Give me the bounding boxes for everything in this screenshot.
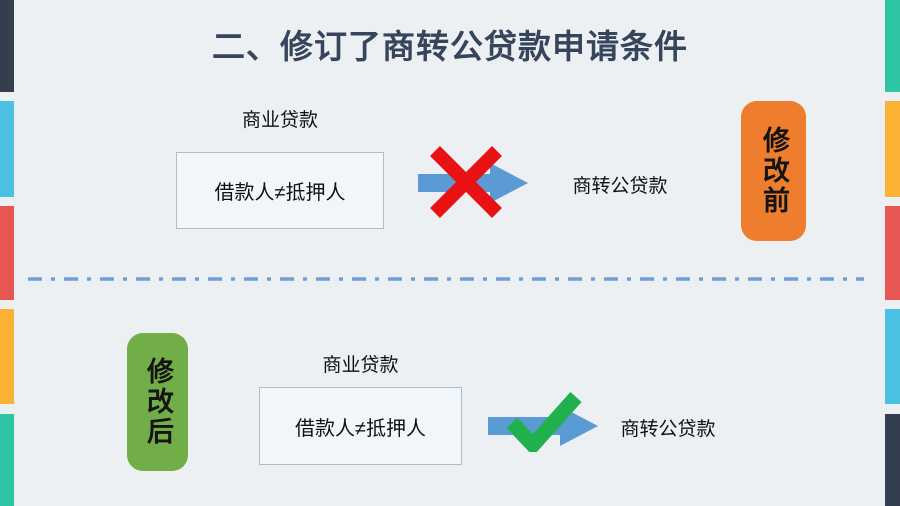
before-target-label: 商转公贷款 — [572, 176, 668, 197]
cross-stroke-2 — [430, 146, 502, 218]
red-cross-icon — [430, 146, 502, 218]
after-condition-box: 借款人≠抵押人 — [259, 387, 462, 465]
page-title: 二、修订了商转公贷款申请条件 — [212, 28, 688, 65]
after-target-label: 商转公贷款 — [620, 419, 716, 440]
before-badge: 修改前 — [741, 101, 806, 241]
green-check-icon — [506, 391, 582, 452]
before-condition-box: 借款人≠抵押人 — [176, 152, 384, 229]
after-source-label: 商业贷款 — [322, 355, 399, 376]
check-stroke — [506, 391, 582, 452]
left-decor-bar-3 — [0, 206, 14, 300]
before-badge-label: 修改前 — [759, 126, 789, 216]
right-decor-bar-2 — [885, 101, 900, 197]
right-decor-bar-4 — [885, 309, 900, 404]
before-source-label: 商业贷款 — [241, 110, 318, 131]
right-decor-bar-5 — [885, 414, 900, 506]
right-decor-bar-3 — [885, 206, 900, 300]
left-decor-bar-2 — [0, 101, 14, 197]
after-badge-label: 修改后 — [143, 357, 173, 447]
before-condition-text: 借款人≠抵押人 — [214, 182, 346, 204]
right-decor-bar-1 — [885, 0, 900, 92]
left-decor-bar-4 — [0, 309, 14, 404]
after-badge: 修改后 — [127, 333, 188, 471]
after-condition-text: 借款人≠抵押人 — [295, 417, 426, 440]
section-divider — [28, 277, 864, 281]
left-decor-bar-5 — [0, 414, 14, 506]
left-decor-bar-1 — [0, 0, 14, 92]
